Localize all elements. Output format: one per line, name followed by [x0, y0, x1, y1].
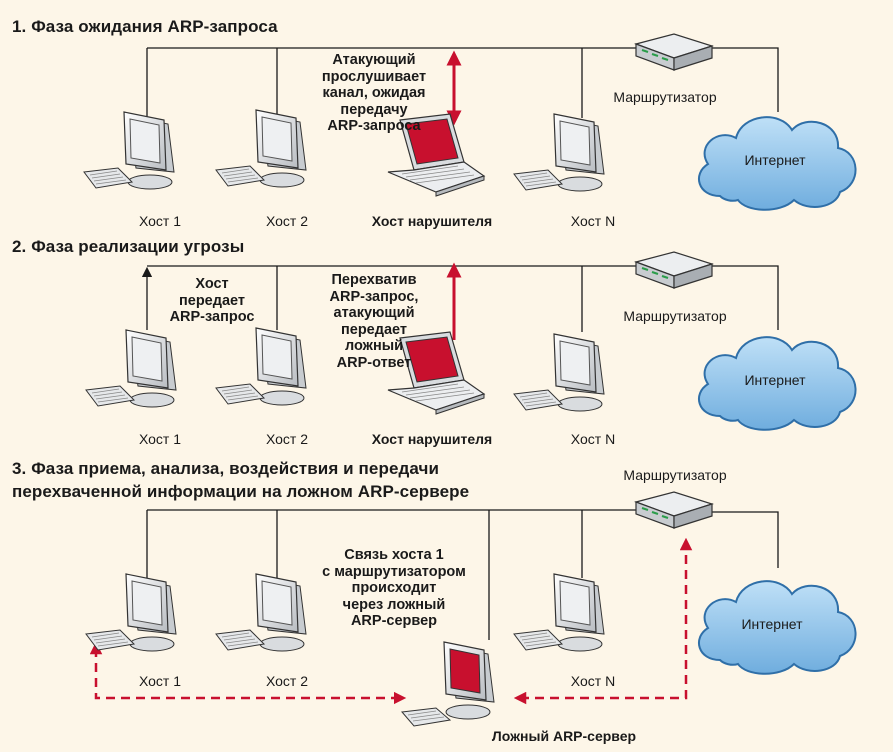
phase-3-note: Связь хоста 1 с маршрутизатором происход…	[322, 547, 466, 629]
phase-1-title: 1. Фаза ожидания ARP-запроса	[12, 17, 278, 36]
phase-3-network	[89, 509, 779, 705]
phase-3-router-label: Маршрутизатор	[623, 467, 727, 483]
phase-2-host-n-label: Хост N	[570, 431, 616, 447]
phase-1-host-2-label: Хост 2	[265, 213, 309, 229]
host-n-computer-icon	[513, 113, 605, 192]
phase-2-host-2-label: Хост 2	[265, 431, 309, 447]
host-1-computer-icon	[83, 111, 175, 190]
phase-3-title-line-1: 3. Фаза приема, анализа, воздействия и п…	[12, 459, 440, 478]
phase-3-host-1-computer-icon	[85, 573, 177, 652]
phase-1-note: Атакующий прослушивает канал, ожидая пер…	[321, 52, 427, 134]
phase-3-host-2-computer-icon	[215, 573, 307, 652]
phase-2-router-icon	[635, 251, 713, 289]
phase-1-host-n-label: Хост N	[570, 213, 616, 229]
phase-2-attacker-label: Хост нарушителя	[371, 431, 493, 447]
phase-3-host-1-label: Хост 1	[138, 673, 182, 689]
phase-2-host-n-computer-icon	[513, 333, 605, 412]
phase-1-bus-line	[147, 40, 671, 49]
phase-1-attacker-label: Хост нарушителя	[371, 213, 493, 229]
phase-1-host-1-label: Хост 1	[138, 213, 182, 229]
phase-3-host-2-label: Хост 2	[265, 673, 309, 689]
phase-3-internet-label: Интернет	[741, 616, 803, 632]
fake-arp-server-icon	[401, 641, 495, 727]
host-2-computer-icon	[215, 109, 307, 188]
phase-1-internet-label: Интернет	[744, 152, 806, 168]
phase-2-host-1-computer-icon	[85, 329, 177, 408]
phase-2-title: 2. Фаза реализации угрозы	[12, 237, 245, 256]
host1-to-fake-server-route	[89, 641, 407, 705]
phase-2-host-2-computer-icon	[215, 327, 307, 406]
fake-server-to-router-route	[513, 537, 693, 705]
phase-3-router-icon	[635, 491, 713, 529]
fake-arp-server-label: Ложный ARP-сервер	[491, 728, 637, 744]
phase-3-title-line-2: перехваченной информации на ложном ARP-с…	[12, 482, 470, 501]
phase-3-host-n-label: Хост N	[570, 673, 616, 689]
phase-2-host-1-label: Хост 1	[138, 431, 182, 447]
phase-1-router-icon	[635, 33, 713, 71]
phase-3-host-n-computer-icon	[513, 573, 605, 652]
phase-2-attacker-note: Перехватив ARP-запрос, атакующий передае…	[329, 272, 419, 371]
phase-2-internet-label: Интернет	[744, 372, 806, 388]
phase-2-router-label: Маршрутизатор	[623, 308, 727, 324]
phase-1-router-label: Маршрутизатор	[613, 89, 717, 105]
phase-2-host-note: Хост передает ARP-запрос	[169, 276, 255, 325]
